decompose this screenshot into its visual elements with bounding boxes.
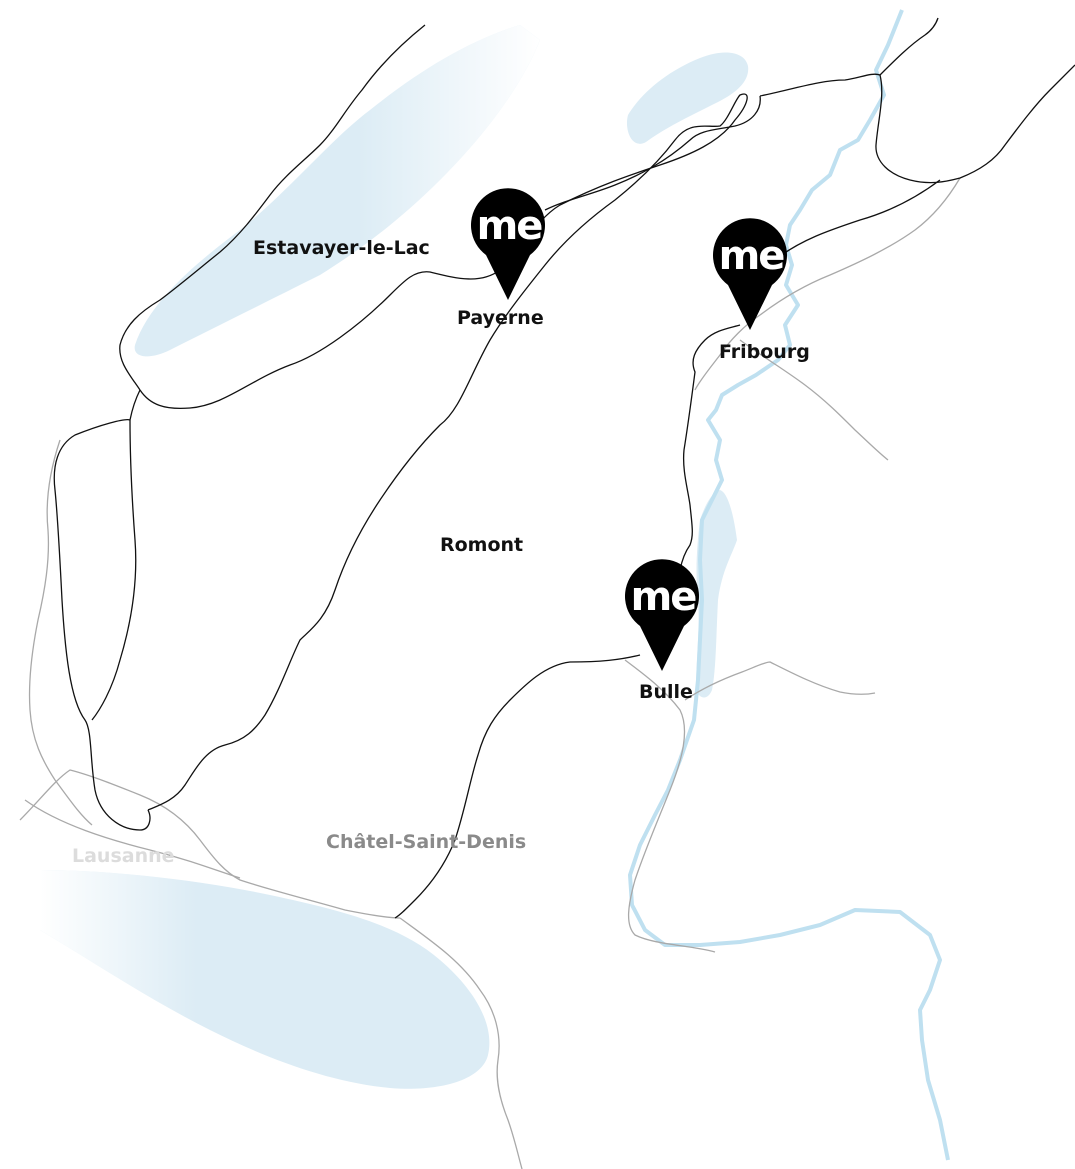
road-fribourg-bulle	[679, 324, 741, 571]
label-fribourg: Fribourg	[719, 341, 810, 363]
label-payerne: Payerne	[457, 307, 544, 329]
road-north-fribourg	[759, 64, 1075, 184]
river-sarine	[628, 9, 950, 1161]
rivers	[628, 9, 950, 1161]
minor-road-fribourg-southeast	[739, 339, 889, 461]
pin-label: me	[631, 574, 697, 620]
label-chatel: Châtel-Saint-Denis	[326, 831, 526, 853]
lake-leman-fade	[40, 870, 490, 1089]
pin-fribourg[interactable]: me	[713, 218, 787, 330]
lake-neuchatel-fade	[134, 25, 540, 357]
minor-road-fribourg-east	[694, 177, 961, 391]
pin-bulle[interactable]: me	[625, 559, 699, 671]
minor-road-chatel-east	[399, 917, 523, 1169]
road-lausanne-vertical	[91, 419, 137, 721]
label-romont: Romont	[440, 534, 523, 556]
road-neuchatel-north-shore	[119, 24, 426, 391]
main-roads	[53, 17, 1075, 919]
city-labels: Estavayer-le-Lac Payerne Fribourg Romont…	[72, 237, 810, 867]
lakes	[40, 25, 749, 1089]
markers: me me me	[471, 188, 787, 671]
pin-shape	[713, 218, 787, 330]
minor-road-bulle-east	[684, 661, 876, 701]
lake-morat	[626, 52, 749, 144]
pin-payerne[interactable]: me	[471, 188, 545, 300]
minor-road-west-lausanne	[19, 769, 401, 919]
road-estavayer-lausanne	[53, 389, 151, 831]
minor-road-lausanne-north	[28, 439, 93, 826]
lake-gruyere	[696, 490, 737, 698]
road-payerne-fribourg	[544, 95, 761, 211]
pin-shape	[625, 559, 699, 671]
label-bulle: Bulle	[639, 681, 693, 703]
label-estavayer: Estavayer-le-Lac	[253, 237, 430, 259]
minor-roads	[19, 177, 961, 1169]
minor-road-bulle-south	[624, 659, 716, 953]
minor-road-lausanne-coast	[24, 799, 241, 879]
road-neuchatel-south-shore	[139, 93, 748, 811]
road-bulle-chatel	[394, 654, 641, 919]
pin-shape	[471, 188, 545, 300]
pin-label: me	[719, 233, 785, 279]
label-lausanne: Lausanne	[72, 845, 175, 867]
pin-label: me	[477, 203, 543, 249]
road-northeast	[879, 17, 939, 76]
